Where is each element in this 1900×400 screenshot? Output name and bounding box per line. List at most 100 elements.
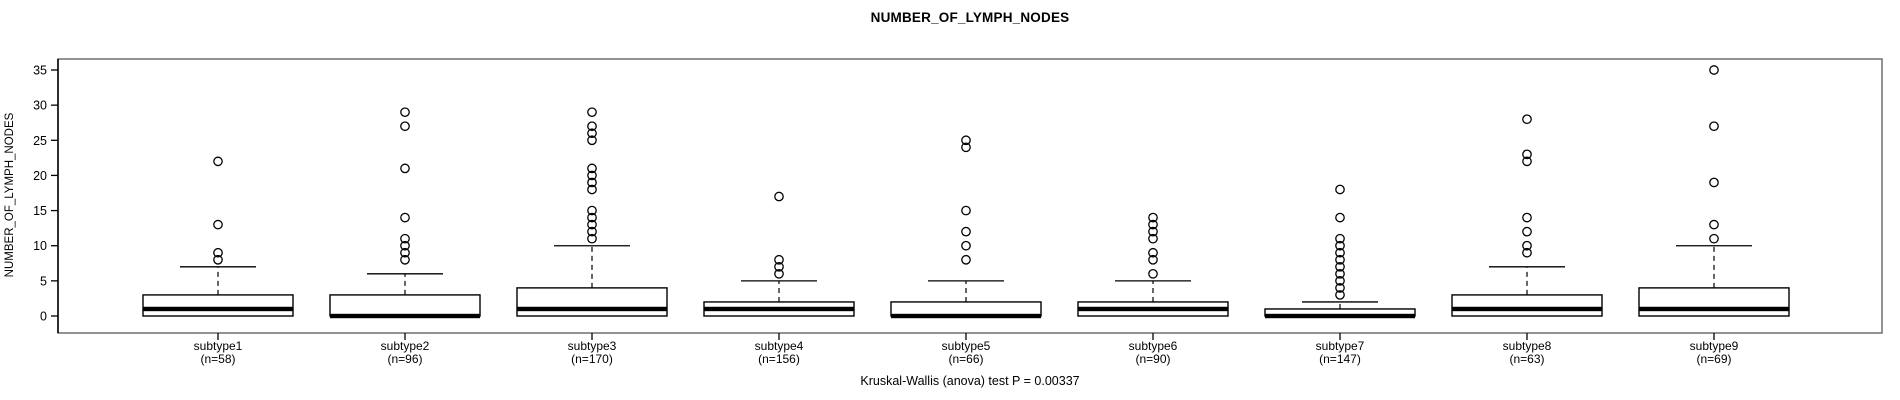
outlier-point-subtype2 bbox=[400, 254, 410, 265]
outlier-point-subtype9 bbox=[1709, 219, 1719, 230]
outlier-point-subtype2 bbox=[400, 233, 410, 244]
outlier-point-subtype4 bbox=[774, 268, 784, 279]
x-axis-n-label-subtype6: (n=90) bbox=[1135, 352, 1170, 366]
box-subtype2 bbox=[329, 294, 481, 317]
outlier-point-subtype3 bbox=[587, 177, 597, 188]
x-axis-label-subtype5: subtype5 bbox=[942, 339, 991, 353]
outlier-point-subtype5 bbox=[961, 240, 971, 251]
median-line-subtype6 bbox=[1078, 306, 1228, 312]
outlier-point-subtype3 bbox=[587, 233, 597, 244]
x-axis-label-subtype4: subtype4 bbox=[755, 339, 804, 353]
outlier-point-subtype3 bbox=[587, 212, 597, 223]
outlier-point-subtype8 bbox=[1522, 149, 1532, 160]
box-subtype9 bbox=[1638, 287, 1790, 317]
outlier-point-subtype5 bbox=[961, 205, 971, 216]
outlier-point-subtype3 bbox=[587, 163, 597, 174]
outlier-point-subtype3 bbox=[587, 121, 597, 132]
median-line-subtype1 bbox=[143, 306, 293, 312]
outlier-point-subtype6 bbox=[1148, 226, 1158, 237]
outlier-point-subtype3 bbox=[587, 170, 597, 181]
y-axis-tick-label: 5 bbox=[40, 274, 47, 288]
outlier-point-subtype1 bbox=[213, 219, 223, 230]
y-axis-tick-label: 15 bbox=[33, 204, 47, 218]
kruskal-wallis-test-result: Kruskal-Wallis (anova) test P = 0.00337 bbox=[860, 374, 1080, 388]
outlier-point-subtype8 bbox=[1522, 240, 1532, 251]
x-axis-n-label-subtype7: (n=147) bbox=[1319, 352, 1361, 366]
outlier-point-subtype7 bbox=[1335, 240, 1345, 251]
median-line-subtype4 bbox=[704, 306, 854, 312]
outlier-point-subtype8 bbox=[1522, 114, 1532, 125]
x-axis-label-subtype7: subtype7 bbox=[1316, 339, 1365, 353]
y-axis-tick-label: 35 bbox=[33, 63, 47, 77]
outlier-point-subtype8 bbox=[1522, 226, 1532, 237]
median-line-subtype9 bbox=[1639, 306, 1789, 312]
y-axis-tick-label: 10 bbox=[33, 239, 47, 253]
outlier-point-subtype9 bbox=[1709, 121, 1719, 132]
outlier-point-subtype7 bbox=[1335, 290, 1345, 300]
outlier-point-subtype7 bbox=[1335, 233, 1345, 244]
outlier-point-subtype2 bbox=[400, 247, 410, 258]
outlier-point-subtype2 bbox=[400, 212, 410, 223]
outlier-point-subtype6 bbox=[1148, 219, 1158, 230]
x-axis-label-subtype3: subtype3 bbox=[568, 339, 617, 353]
outlier-point-subtype3 bbox=[587, 107, 597, 118]
outlier-point-subtype5 bbox=[961, 135, 971, 146]
outlier-point-subtype3 bbox=[587, 128, 597, 139]
x-axis-n-label-subtype9: (n=69) bbox=[1696, 352, 1731, 366]
outlier-point-subtype5 bbox=[961, 142, 971, 153]
outlier-point-subtype5 bbox=[961, 226, 971, 237]
outlier-point-subtype7 bbox=[1335, 212, 1345, 223]
outlier-point-subtype3 bbox=[587, 226, 597, 237]
outlier-point-subtype4 bbox=[774, 254, 784, 265]
outlier-point-subtype7 bbox=[1335, 283, 1345, 293]
box-subtype8 bbox=[1451, 294, 1603, 317]
outlier-point-subtype6 bbox=[1148, 268, 1158, 279]
outlier-point-subtype6 bbox=[1148, 247, 1158, 258]
outlier-point-subtype7 bbox=[1335, 268, 1345, 279]
outlier-point-subtype7 bbox=[1335, 247, 1345, 258]
outlier-point-subtype6 bbox=[1148, 254, 1158, 265]
outlier-point-subtype6 bbox=[1148, 212, 1158, 223]
outlier-point-subtype7 bbox=[1335, 261, 1345, 272]
y-axis-tick-label: 30 bbox=[33, 99, 47, 113]
outlier-point-subtype7 bbox=[1335, 276, 1345, 286]
y-axis-tick-label: 20 bbox=[33, 169, 47, 183]
x-axis-n-label-subtype3: (n=170) bbox=[571, 352, 613, 366]
outlier-point-subtype5 bbox=[961, 254, 971, 265]
median-line-subtype5 bbox=[891, 313, 1041, 319]
outlier-point-subtype2 bbox=[400, 240, 410, 251]
outlier-point-subtype7 bbox=[1335, 254, 1345, 265]
x-axis-label-subtype8: subtype8 bbox=[1503, 339, 1552, 353]
outlier-point-subtype2 bbox=[400, 163, 410, 174]
median-line-subtype7 bbox=[1265, 313, 1415, 319]
outlier-point-subtype4 bbox=[774, 191, 784, 202]
x-axis-label-subtype1: subtype1 bbox=[194, 339, 243, 353]
outlier-point-subtype8 bbox=[1522, 212, 1532, 223]
y-axis-tick-label: 25 bbox=[33, 134, 47, 148]
outlier-point-subtype9 bbox=[1709, 233, 1719, 244]
outlier-point-subtype1 bbox=[213, 254, 223, 265]
outlier-point-subtype8 bbox=[1522, 247, 1532, 258]
outlier-point-subtype2 bbox=[400, 121, 410, 132]
outlier-point-subtype3 bbox=[587, 219, 597, 230]
x-axis-n-label-subtype4: (n=156) bbox=[758, 352, 800, 366]
median-line-subtype2 bbox=[330, 313, 480, 319]
outlier-point-subtype6 bbox=[1148, 233, 1158, 244]
outlier-point-subtype4 bbox=[774, 261, 784, 272]
chart-title: NUMBER_OF_LYMPH_NODES bbox=[870, 10, 1070, 25]
outlier-point-subtype3 bbox=[587, 135, 597, 146]
outlier-point-subtype3 bbox=[587, 205, 597, 216]
x-axis-n-label-subtype1: (n=58) bbox=[200, 352, 235, 366]
y-axis-tick-label: 0 bbox=[40, 310, 47, 324]
outlier-point-subtype1 bbox=[213, 247, 223, 258]
x-axis-label-subtype6: subtype6 bbox=[1129, 339, 1178, 353]
outlier-point-subtype9 bbox=[1709, 177, 1719, 188]
outlier-point-subtype8 bbox=[1522, 156, 1532, 167]
x-axis-label-subtype2: subtype2 bbox=[381, 339, 430, 353]
outlier-point-subtype1 bbox=[213, 156, 223, 167]
outlier-point-subtype2 bbox=[400, 107, 410, 118]
box-subtype3 bbox=[516, 287, 668, 317]
median-line-subtype8 bbox=[1452, 306, 1602, 312]
